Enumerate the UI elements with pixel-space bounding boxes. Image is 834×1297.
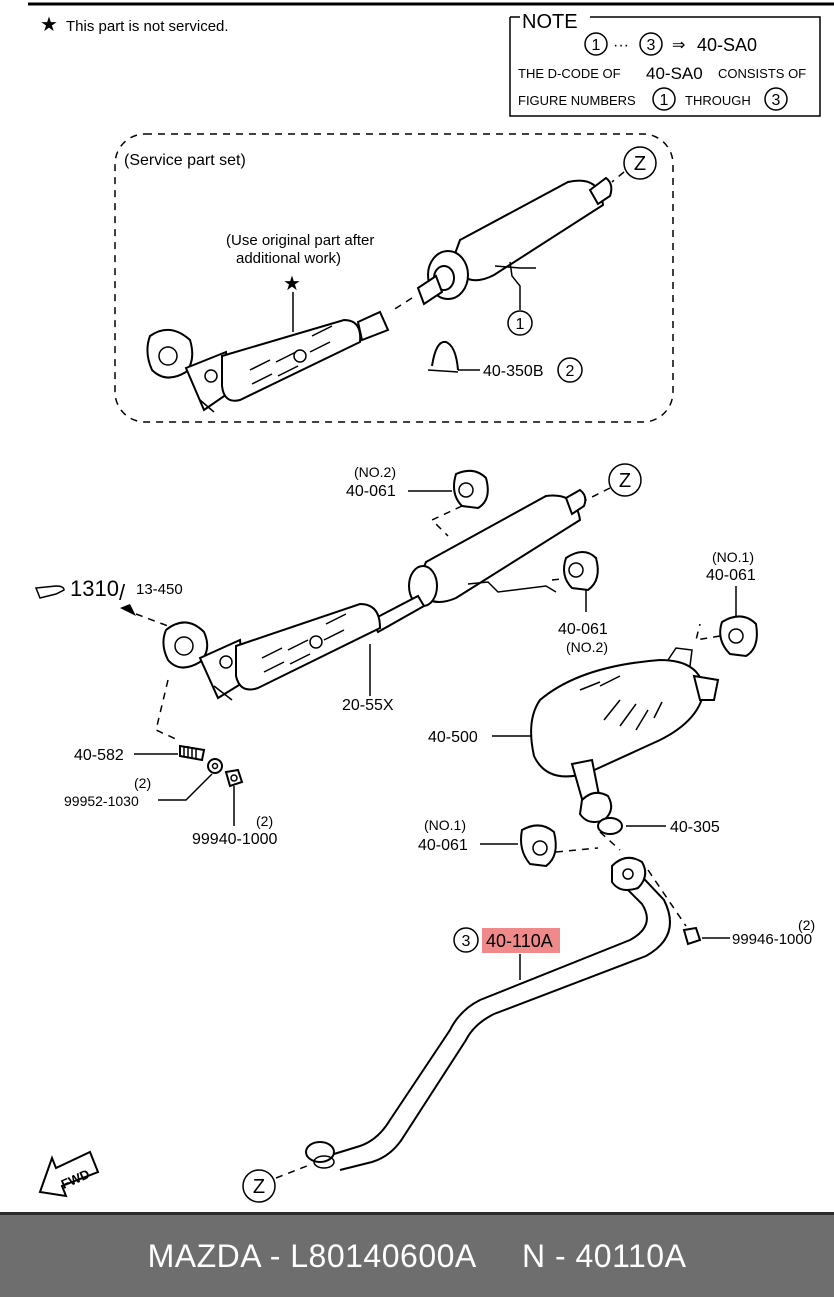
service-set-title: (Service part set) <box>124 152 246 169</box>
service-cat-converter <box>146 310 390 413</box>
hanger-no1-right-tag: (NO.1) <box>712 549 754 565</box>
nut-99946: (2) 99946-1000 <box>647 869 815 948</box>
hanger-no2-mid: 40-061 (NO.2) <box>558 551 608 655</box>
pipe-code-highlight <box>482 928 560 953</box>
hanger-no2-top: (NO.2) 40-061 <box>346 464 489 537</box>
gasket-code: 40-305 <box>670 819 720 836</box>
footer-bar: MAZDA - L80140600A N - 40110A <box>0 1212 834 1297</box>
z-label-top: Z <box>619 470 631 492</box>
ref-13-450: 13-450 <box>136 581 183 598</box>
note-line3-num-1: 1 <box>660 92 669 109</box>
hanger-no1-left-code: 40-061 <box>418 837 468 854</box>
note-line2-prefix: THE D-CODE OF <box>518 66 621 81</box>
note-code-1: 40-SA0 <box>697 35 757 55</box>
pipe-40-110a <box>305 856 671 1171</box>
clamp-40-350b: 40-350B 2 <box>427 340 583 383</box>
note-line2-code: 40-SA0 <box>646 64 703 83</box>
rear-muffler-code: 40-500 <box>428 729 478 746</box>
note-num-3: 3 <box>647 37 656 54</box>
hanger-no1-right: (NO.1) 40-061 <box>694 549 758 658</box>
nut2-qty: (2) <box>798 917 815 933</box>
clamp-fig-2: 2 <box>566 363 575 380</box>
note-box: NOTE 1 ··· 3 ⇒ 40-SA0 THE D-CODE OF 40-S… <box>509 11 821 117</box>
hanger-no2-top-tag: (NO.2) <box>354 464 396 480</box>
ref-slash: / <box>119 580 126 605</box>
cat-converter-code: 20-55X <box>342 697 394 714</box>
service-part-set: (Service part set) (Use original part af… <box>114 133 674 423</box>
star-icon: ★ <box>40 14 58 36</box>
pipe-code: 40-110A <box>486 931 553 951</box>
hanger-no2-mid-tag: (NO.2) <box>566 639 608 655</box>
note-line2-suffix: CONSISTS OF <box>718 66 806 81</box>
pipe-label: 3 40-110A <box>453 927 560 953</box>
service-annotation-2: additional work) <box>236 250 341 267</box>
note-line3-mid: THROUGH <box>685 93 751 108</box>
hanger-no1-right-code: 40-061 <box>706 567 756 584</box>
note-title: NOTE <box>522 11 578 33</box>
service-muffler <box>416 176 613 310</box>
footer-text: MAZDA - L80140600A N - 40110A <box>147 1237 687 1274</box>
hanger-no2-top-code: 40-061 <box>346 483 396 500</box>
hanger-no1-left: (NO.1) 40-061 <box>418 817 599 868</box>
z-label-bottom: Z <box>253 1176 265 1198</box>
service-annotation-1: (Use original part after <box>226 232 374 249</box>
nut2-code: 99946-1000 <box>732 931 812 948</box>
front-muffler <box>408 488 587 607</box>
note-line3-num-3: 3 <box>772 92 781 109</box>
service-fig-1: 1 <box>516 316 525 333</box>
fwd-arrow-icon: FWD <box>38 1150 100 1198</box>
note-arrow: ⇒ <box>672 37 685 54</box>
pipe-fig-3: 3 <box>462 933 471 950</box>
hanger-no2-mid-code: 40-061 <box>558 621 608 638</box>
stud-code: 40-582 <box>74 747 124 764</box>
ref-1310: 1310 <box>70 576 119 601</box>
service-z-label: Z <box>634 153 646 175</box>
nut-qty: (2) <box>256 813 273 829</box>
fasteners-left: 40-582 (2) 99952-1030 (2) 99940-1000 <box>64 679 278 848</box>
hanger-no1-left-tag: (NO.1) <box>424 817 466 833</box>
exhaust-parts-diagram: ★ This part is not serviced. NOTE 1 ··· … <box>28 2 834 1203</box>
washer-qty: (2) <box>134 775 151 791</box>
clamp-code: 40-350B <box>483 363 544 380</box>
washer-code: 99952-1030 <box>64 793 139 809</box>
note-num-1: 1 <box>592 37 601 54</box>
not-serviced-text: This part is not serviced. <box>66 18 229 35</box>
note-dots: ··· <box>613 37 629 54</box>
nut-code: 99940-1000 <box>192 831 278 848</box>
reference-1310: 1310 / 13-450 <box>34 576 183 627</box>
service-star-icon: ★ <box>283 273 301 295</box>
not-serviced-note: ★ This part is not serviced. <box>40 14 229 36</box>
gasket-40-305: 40-305 <box>597 817 720 851</box>
note-line3-prefix: FIGURE NUMBERS <box>518 93 636 108</box>
pointing-hand-icon <box>34 585 65 599</box>
cat-converter-20-55x: 20-55X <box>162 602 394 714</box>
rear-muffler-40-500: 40-500 <box>428 647 720 823</box>
